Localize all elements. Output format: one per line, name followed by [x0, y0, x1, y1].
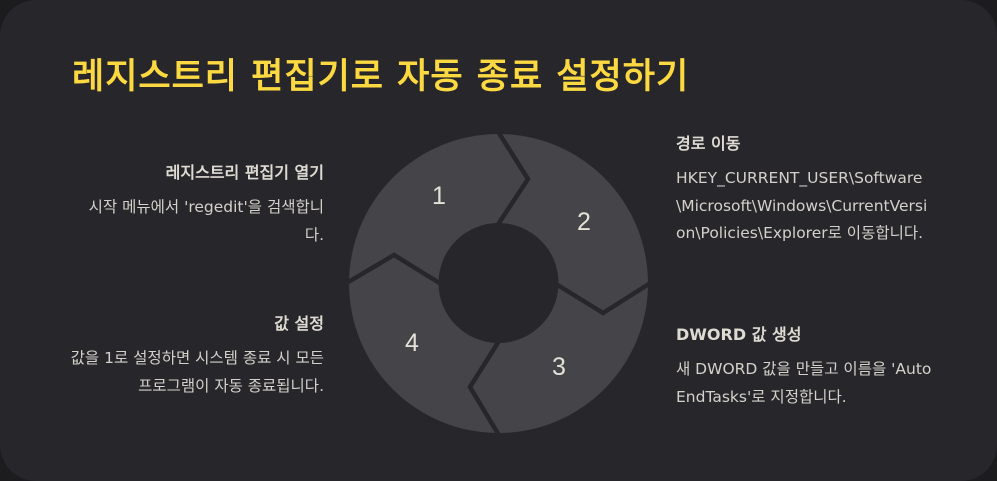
- step-4-title: 값 설정: [274, 314, 324, 333]
- separator-3-4: [467, 339, 502, 439]
- separator-2-3: [554, 280, 654, 316]
- segment-4-number: 4: [405, 329, 419, 357]
- step-1: 레지스트리 편집기 열기 시작 메뉴에서 'regedit'을 검색합니다.: [66, 162, 324, 249]
- step-3-description: 새 DWORD 값을 만들고 이름을 'AutoEndTasks'로 지정합니다…: [676, 360, 932, 406]
- step-3-title: DWORD 값 생성: [676, 325, 802, 344]
- step-2-description: HKEY_CURRENT_USER\Software\Microsoft\Win…: [676, 169, 928, 242]
- step-2-title: 경로 이동: [676, 134, 741, 153]
- step-2: 경로 이동 HKEY_CURRENT_USER\Software\Microso…: [676, 133, 928, 248]
- segment-1-number: 1: [432, 182, 446, 210]
- step-1-description: 시작 메뉴에서 'regedit'을 검색합니다.: [88, 198, 324, 244]
- separator-1-2: [495, 128, 531, 228]
- step-1-title: 레지스트리 편집기 열기: [165, 163, 324, 182]
- segment-separators: [343, 128, 654, 439]
- segment-3-number: 3: [552, 353, 566, 381]
- separator-4-1: [343, 252, 443, 286]
- step-4-description: 값을 1로 설정하면 시스템 종료 시 모든 프로그램이 자동 종료됩니다.: [70, 349, 324, 395]
- center-hole: [438, 223, 559, 343]
- page-title: 레지스트리 편집기로 자동 종료 설정하기: [72, 57, 690, 97]
- segment-2-number: 2: [577, 208, 591, 236]
- step-4: 값 설정 값을 1로 설정하면 시스템 종료 시 모든 프로그램이 자동 종료됩…: [66, 313, 324, 400]
- step-3: DWORD 값 생성 새 DWORD 값을 만들고 이름을 'AutoEndTa…: [676, 324, 932, 411]
